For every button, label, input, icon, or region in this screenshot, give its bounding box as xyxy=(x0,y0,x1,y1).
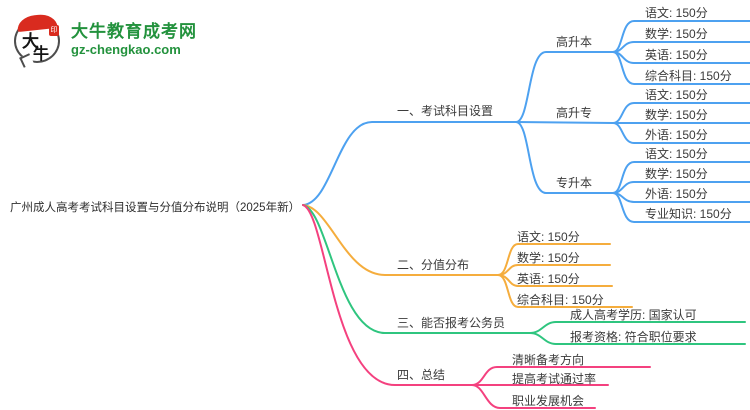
leaf-node: 语文: 150分 xyxy=(645,6,708,20)
leaf-node: 职业发展机会 xyxy=(512,394,585,408)
connector-branch3-main xyxy=(302,204,531,334)
logo-char-niu: 牛 xyxy=(33,44,50,63)
site-url: gz-chengkao.com xyxy=(71,42,181,57)
connector-branch1-main xyxy=(302,121,517,206)
group-gaoshengzhuan-label: 高升专 xyxy=(556,106,593,120)
leaf-node: 外语: 150分 xyxy=(645,128,708,142)
leaf-node: 数学: 150分 xyxy=(517,251,580,265)
leaf-node: 数学: 150分 xyxy=(645,27,708,41)
leaf-node: 数学: 150分 xyxy=(645,167,708,181)
connector-g1-leaf4 xyxy=(612,51,750,85)
leaf-node: 语文: 150分 xyxy=(645,147,708,161)
central-topic-title: 广州成人高考考试科目设置与分值分布说明（2025年新） xyxy=(10,202,301,214)
site-logo: 大 牛 印 大牛教育成考网 gz-chengkao.com xyxy=(14,12,197,68)
leaf-node: 清晰备考方向 xyxy=(512,353,585,367)
logo-char-da: 大 xyxy=(22,32,39,52)
leaf-node: 语文: 150分 xyxy=(517,230,580,244)
connector-branch1-to-zhuanshengben xyxy=(515,121,614,194)
connector-branch4-main xyxy=(302,204,473,386)
connector-branch1-to-gaoshengzhuan xyxy=(515,121,614,124)
red-seal-icon: 印 xyxy=(49,25,59,36)
group-zhuanshengben-label: 专升本 xyxy=(556,176,593,190)
site-name: 大牛教育成考网 xyxy=(71,22,197,41)
leaf-node: 英语: 150分 xyxy=(645,48,708,62)
leaf-node: 报考资格: 符合职位要求 xyxy=(570,330,697,344)
logo-bull-icon: 大 牛 印 xyxy=(14,12,62,68)
group-gaoshengben-label: 高升本 xyxy=(556,35,593,49)
leaf-node: 综合科目: 150分 xyxy=(645,69,732,83)
leaf-node: 成人高考学历: 国家认可 xyxy=(570,308,697,322)
branch-4-label: 四、总结 xyxy=(397,368,446,382)
connector-branch1-to-gaoshengben xyxy=(515,51,614,123)
leaf-node: 语文: 150分 xyxy=(645,88,708,102)
leaf-node: 综合科目: 150分 xyxy=(517,293,604,307)
connector-g2-leaf3 xyxy=(612,122,750,144)
leaf-node: 数学: 150分 xyxy=(645,108,708,122)
connector-b4-leaf3 xyxy=(471,384,596,409)
connector-b3-leaf2 xyxy=(529,332,746,345)
branch-2-label: 二、分值分布 xyxy=(397,258,470,272)
branch-3-label: 三、能否报考公务员 xyxy=(397,316,506,330)
leaf-node: 外语: 150分 xyxy=(645,187,708,201)
connector-branch2-main xyxy=(302,204,499,276)
branch-1-label: 一、考试科目设置 xyxy=(397,104,494,118)
leaf-node: 提高考试通过率 xyxy=(512,372,597,386)
connector-g3-leaf4 xyxy=(612,192,750,223)
leaf-node: 英语: 150分 xyxy=(517,272,580,286)
leaf-node: 专业知识: 150分 xyxy=(645,207,732,221)
connector-b2-leaf4 xyxy=(497,274,633,308)
logo-text-block: 大牛教育成考网 gz-chengkao.com xyxy=(71,16,197,58)
